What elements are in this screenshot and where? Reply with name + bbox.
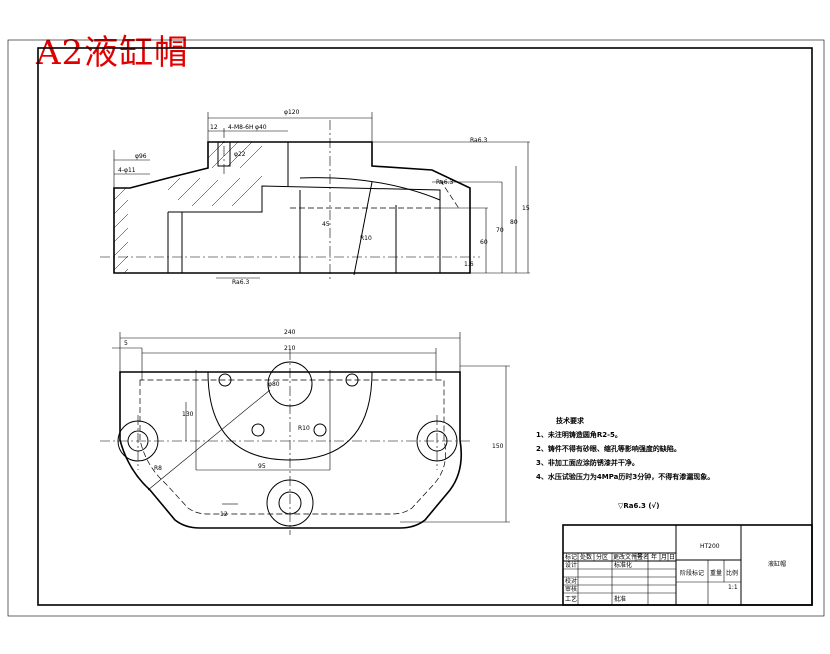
- dim-p6: φ80: [268, 381, 280, 388]
- hole-4: [313, 423, 327, 437]
- tech-item-4: 4、水压试验压力为4MPa历时3分钟，不得有渗漏现象。: [536, 472, 714, 481]
- dim-d14: 1.6: [464, 261, 474, 268]
- dim-d8: 45: [322, 221, 330, 228]
- tb-col-7: 日: [669, 554, 675, 561]
- inner-frame: [37, 47, 813, 606]
- dim-d7: φ22: [234, 151, 246, 158]
- dim-d3: 12: [210, 124, 218, 131]
- dim-d13: 15: [522, 205, 530, 212]
- tb-left-3: 工艺: [565, 595, 577, 603]
- drawing-title: A2液缸帽: [36, 33, 190, 73]
- hole-3: [251, 423, 265, 437]
- title-block: HT200 液缸帽 1:1 重量 比例 阶段标记 标记 处数 分区 更改文件号 …: [562, 524, 813, 606]
- dim-p7: 95: [258, 463, 266, 470]
- outer-frame: [7, 39, 825, 617]
- section-view: [100, 112, 530, 282]
- dim-p9: R8: [154, 465, 162, 472]
- section-radius-line: [353, 181, 373, 276]
- tech-item-3: 3、非加工面应涂防锈漆并干净。: [536, 458, 639, 467]
- tech-item-2: 2、铸件不得有砂眼、缩孔等影响强度的缺陷。: [536, 444, 681, 453]
- tb-material: HT200: [700, 543, 720, 550]
- tb-weight: 重量: [710, 569, 722, 577]
- plan-outline: [119, 371, 463, 529]
- section-dims: φ120 φ40 12 4-M8-6H φ96 4-φ11 φ22 45 R10…: [118, 109, 530, 286]
- plan-dims: 240 210 5 150 130 φ80 95 R10 R8 12: [124, 329, 504, 518]
- roughness-r3: Ra6.3: [232, 279, 249, 286]
- tb-left-0: 设计: [565, 561, 577, 569]
- tb-col-1: 处数: [580, 553, 592, 561]
- tb-left-1: 校对: [565, 577, 577, 585]
- hatch-top: [167, 141, 263, 207]
- dim-d10: 60: [480, 239, 488, 246]
- tb-left-2: 审核: [565, 585, 577, 593]
- section-outline: [113, 141, 471, 274]
- tech-heading: 技术要求: [556, 416, 585, 425]
- dim-d9: R10: [360, 235, 372, 242]
- section-cavity: [167, 185, 441, 273]
- dim-p10: 12: [220, 511, 228, 518]
- hole-2: [345, 373, 359, 387]
- dim-p4: 150: [492, 443, 504, 450]
- dim-d6: 4-φ11: [118, 167, 136, 174]
- tb-scale: 1:1: [728, 584, 738, 591]
- tb-col-5: 年: [651, 553, 657, 561]
- section-arc: [299, 177, 441, 201]
- tech-roughness: ▽Ra6.3 (√): [618, 502, 659, 510]
- tech-item-1: 1、未注明铸造圆角R2-5。: [536, 430, 622, 439]
- plan-inner-contour: [139, 379, 446, 515]
- dim-p5: 130: [182, 411, 194, 418]
- dim-p8: R10: [298, 425, 310, 432]
- tb-col-6: 月: [661, 554, 667, 561]
- tb-col-4: 签名: [637, 553, 649, 561]
- dim-p2: 210: [284, 345, 296, 352]
- tb-stage-mark: 阶段标记: [680, 569, 704, 577]
- dim-d4: 4-M8-6H: [228, 124, 253, 131]
- tb-col-3: 更改文件号: [613, 553, 643, 561]
- dim-d2: φ40: [255, 124, 267, 131]
- hole-1: [218, 373, 232, 387]
- dim-d5: φ96: [135, 153, 147, 160]
- dim-p1: 240: [284, 329, 296, 336]
- section-cavity-walls: [181, 190, 397, 273]
- tb-col-0: 标记: [565, 553, 577, 561]
- tech-requirements: 技术要求 1、未注明铸造圆角R2-5。 2、铸件不得有砂眼、缩孔等影响强度的缺陷…: [536, 416, 714, 510]
- tb-std: 标准化: [614, 561, 632, 569]
- plan-view: [100, 332, 510, 535]
- dim-d1: φ120: [284, 109, 300, 116]
- tb-col-2: 分区: [596, 553, 608, 561]
- tb-part-name: 液缸帽: [768, 560, 786, 568]
- tb-ratio: 比例: [726, 569, 738, 577]
- dim-p3: 5: [124, 340, 128, 347]
- dim-d11: 70: [496, 227, 504, 234]
- hatch-left: [113, 187, 129, 274]
- tb-approve: 批准: [614, 595, 626, 603]
- roughness-r2: Ra6.3: [436, 179, 453, 186]
- roughness-r1: Ra6.3: [470, 137, 487, 144]
- dim-d12: 80: [510, 219, 518, 226]
